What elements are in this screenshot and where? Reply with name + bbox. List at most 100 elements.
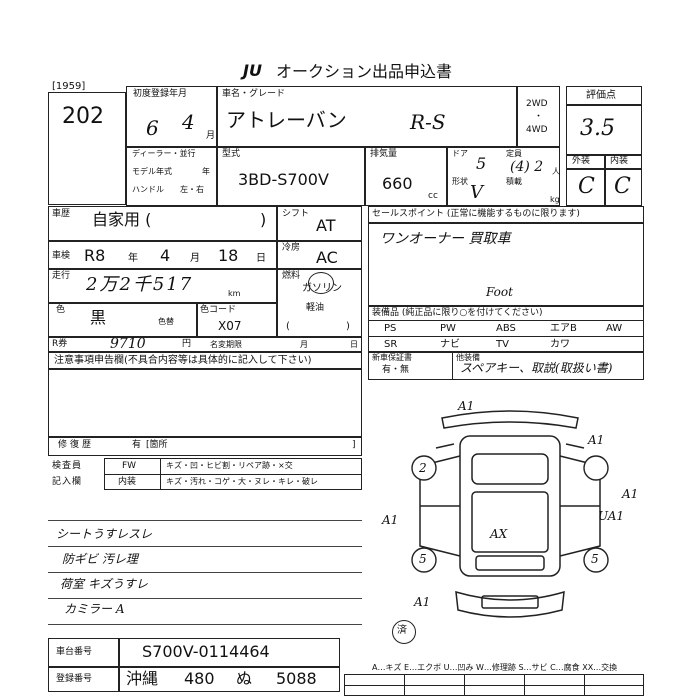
displacement-unit: cc: [428, 191, 438, 201]
ac-value: AC: [316, 248, 338, 267]
equip-sr: SR: [384, 339, 398, 350]
handle-lr: 左・右: [180, 185, 204, 194]
score-value: 3.5: [580, 116, 615, 141]
inspection-day-unit: 日: [256, 253, 266, 264]
chassis-table: [48, 638, 340, 692]
new-car-label: 新車保証書: [372, 353, 412, 362]
registration-month: 4: [182, 110, 195, 134]
drive-2wd: 2WD: [526, 99, 548, 109]
color-value: 黒: [90, 308, 107, 327]
auction-logo: JU: [243, 61, 262, 80]
usage-label: 車歴: [52, 209, 71, 219]
exterior-score: C: [578, 174, 595, 199]
equip-aw: AW: [606, 323, 623, 334]
equip-navi: ナビ: [440, 339, 460, 350]
hand-note-2: 防ギビ 汚レ理: [62, 552, 138, 566]
ac-label: 冷房: [282, 243, 301, 253]
inspection-era: R8: [84, 246, 106, 265]
fw-items: キズ・凹・ヒビ割・リペア跡・×交: [166, 461, 293, 470]
inspector-label: 検査員: [52, 461, 83, 471]
model-label: 車名・グレード: [222, 89, 286, 99]
recycle-label: R券: [52, 339, 68, 349]
other-equip: スペアキー、取説(取扱い書): [460, 361, 613, 375]
exterior-label: 外装: [572, 156, 591, 166]
car-damage-diagram: [411, 410, 609, 618]
fw-label: FW: [122, 461, 137, 471]
equip-leather: カワ: [550, 339, 570, 350]
capacity-unit: 人: [552, 167, 560, 176]
handle-label: ハンドル: [132, 185, 164, 194]
score-label: 評価点: [586, 90, 616, 101]
recycle-unit: 円: [182, 339, 192, 349]
mark-left: A1: [382, 513, 399, 527]
hand-note-1: シートうすレスレ: [56, 527, 153, 541]
mileage-unit: km: [228, 289, 241, 298]
equip-pw: PW: [440, 323, 456, 334]
load-unit: kg: [550, 195, 560, 204]
usage-value: 自家用 (: [92, 210, 152, 229]
hand-note-3: 荷室 キズうすレ: [60, 577, 148, 591]
mark-bottom: A1: [414, 595, 431, 609]
notes-label: 注意事項申告欄(不具合内容等は具体的に記入して下さい): [54, 355, 312, 366]
sales-annotation: Foot: [486, 285, 513, 299]
fuel-circle: [308, 272, 334, 294]
sales-point-box: [368, 206, 644, 306]
fuel-open: (: [286, 321, 290, 332]
mileage-value: 2万2千517: [86, 274, 194, 295]
repair-label: 修復歴: [58, 440, 95, 450]
interior-inspect-label: 内装: [118, 477, 137, 487]
color-code-label: 色コード: [200, 305, 237, 315]
inspection-month: 4: [160, 246, 171, 265]
chassis-value: S700V-0114464: [142, 642, 270, 661]
inspection-day: 18: [218, 246, 239, 265]
sales-point-value: ワンオーナー 買取車: [380, 231, 511, 247]
fuel-diesel: 軽油: [306, 303, 325, 313]
plate-class: 480: [184, 669, 215, 688]
inspection-label: 車検: [52, 251, 71, 261]
transfer-label: 名変期限: [210, 340, 242, 349]
drive-4wd: 4WD: [526, 125, 548, 135]
inspection-month-unit: 月: [190, 253, 200, 264]
usage-close: ): [260, 210, 267, 229]
form-title: オークション出品申込書: [276, 62, 453, 81]
mark-right-rear: UA1: [598, 509, 625, 523]
shape-value: V: [470, 182, 483, 203]
fuel-label: 燃料: [282, 271, 301, 281]
model-grade: R-S: [410, 110, 446, 134]
recycle-value: 9710: [110, 336, 146, 352]
type-label: 型式: [222, 149, 241, 159]
hand-note-4: カミラー A: [64, 602, 125, 616]
stamp-text: 済: [397, 625, 407, 636]
fuel-close: ): [346, 321, 350, 332]
vehicle-info-table: [48, 206, 362, 352]
shift-value: AT: [316, 216, 336, 235]
capacity-label: 定員: [506, 149, 522, 158]
equip-airbag: エアB: [550, 323, 577, 334]
equipment-box: [368, 306, 644, 352]
damage-legend: A…キズ E…エクボ U…凹み W…修理跡 S…サビ C…腐食 XX…交換: [372, 663, 618, 672]
plate-region: 沖縄: [126, 669, 159, 688]
doors-value: 5: [476, 154, 487, 173]
transfer-day: 日: [350, 340, 358, 349]
drive-sep: ・: [534, 112, 544, 122]
new-car-options: 有・無: [382, 365, 410, 375]
capacity-value: (4) 2: [510, 159, 544, 175]
mark-front: A1: [458, 399, 475, 413]
color-label: 色: [56, 305, 66, 315]
inspection-stamp: [392, 620, 416, 644]
model-name: アトレーバン: [226, 108, 347, 132]
type-value: 3BD-S700V: [238, 170, 329, 189]
sales-point-label: セールスポイント (正常に機能するものに限ります): [372, 209, 580, 219]
displacement-value: 660: [382, 174, 413, 193]
lot-number: 202: [62, 104, 104, 129]
registration-year: 6: [146, 116, 159, 140]
doors-label: ドア: [452, 149, 468, 158]
plate-kana: ぬ: [236, 669, 253, 688]
transfer-month: 月: [300, 340, 308, 349]
repair-value: 有: [132, 440, 142, 450]
notes-box: [48, 352, 362, 456]
interior-label: 内装: [610, 156, 629, 166]
mark-center: AX: [490, 527, 508, 541]
entry-label: 記入欄: [52, 477, 83, 487]
shift-label: シフト: [282, 209, 310, 219]
